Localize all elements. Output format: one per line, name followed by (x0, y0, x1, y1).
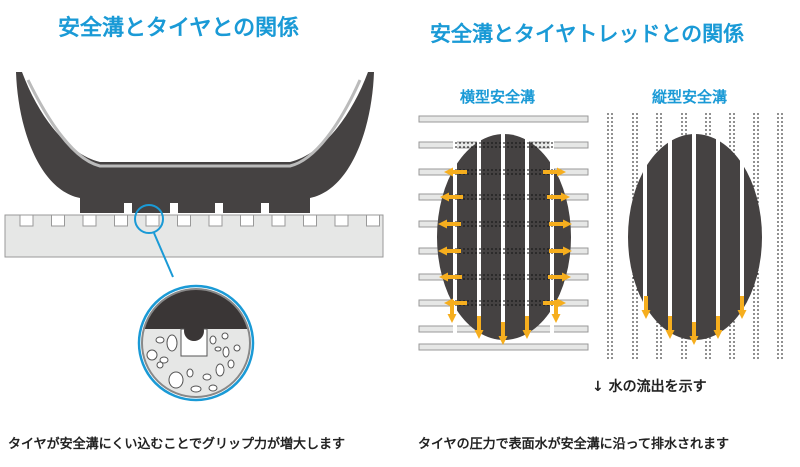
right-title: 安全溝とタイヤトレッドとの関係 (430, 22, 745, 46)
left-title: 安全溝とタイヤとの関係 (58, 16, 300, 41)
road-groove (177, 214, 191, 227)
tread-stripe (550, 133, 554, 338)
vertical-groove-label: 縦型安全溝 (652, 88, 728, 106)
horizontal-groove (418, 115, 589, 123)
tread-stripe (453, 133, 457, 338)
water-flow-arrow (440, 192, 463, 202)
water-flow-legend: ↓ 水の流出を示す (592, 379, 707, 395)
groove-detail-magnifier (137, 284, 255, 402)
tire-cross-section (16, 72, 374, 213)
water-flow-arrow (737, 296, 747, 319)
water-flow-arrow (438, 246, 461, 256)
water-flow-arrow (713, 316, 723, 339)
horizontal-groove-label: 横型安全溝 (460, 88, 536, 106)
road-grooves (19, 214, 380, 227)
zoom-connector-line (153, 232, 174, 278)
tire-sipe (170, 203, 178, 213)
tread-stripe (477, 133, 481, 338)
road-groove (240, 214, 254, 227)
tire-sipe (215, 203, 223, 213)
tire-sipe (124, 203, 132, 213)
water-flow-arrow (548, 272, 571, 282)
left-caption: タイヤが安全溝にくい込むことでグリップ力が増大します (8, 437, 345, 452)
water-flow-arrow (543, 167, 566, 177)
water-flow-arrow (641, 296, 651, 319)
water-flow-arrow (444, 298, 467, 308)
tread-stripe (501, 133, 505, 338)
road-groove (19, 214, 34, 227)
tread-stripe (692, 132, 696, 344)
water-flow-arrow (689, 322, 699, 345)
road-groove (82, 214, 97, 227)
tire-sipe (261, 203, 269, 213)
tread-stripe (740, 132, 744, 344)
water-flow-arrow (439, 272, 462, 282)
water-flow-arrow (498, 322, 508, 345)
road-groove (51, 214, 65, 227)
road-groove (334, 214, 349, 227)
water-flow-arrow (522, 316, 532, 339)
road-groove (145, 214, 160, 227)
water-flow-arrow (549, 246, 572, 256)
tread-stripe (716, 132, 720, 344)
road-groove (271, 214, 286, 227)
water-flow-arrow (447, 300, 457, 323)
water-flow-arrow (444, 167, 467, 177)
tread-stripe (643, 132, 647, 344)
water-flow-arrow (551, 300, 561, 323)
tread-stripe (668, 132, 672, 344)
water-flow-arrow (474, 316, 484, 339)
horizontal-groove (418, 343, 589, 351)
road-groove (208, 214, 223, 227)
water-flow-arrow (549, 219, 572, 229)
water-flow-arrow (547, 192, 570, 202)
tread-stripe (525, 133, 529, 338)
right-caption: タイヤの圧力で表面水が安全溝に沿って排水されます (418, 437, 729, 452)
road-groove (366, 214, 380, 227)
horizontal-groove-diagram (418, 115, 589, 351)
road-groove (303, 214, 317, 227)
zoom-indicator-circle (134, 204, 164, 234)
tire-tread-blocks (124, 203, 269, 213)
vertical-groove-diagram (607, 113, 783, 360)
water-flow-arrow (665, 316, 675, 339)
road-groove (114, 214, 128, 227)
water-flow-arrow (438, 219, 461, 229)
road-surface (4, 214, 384, 258)
